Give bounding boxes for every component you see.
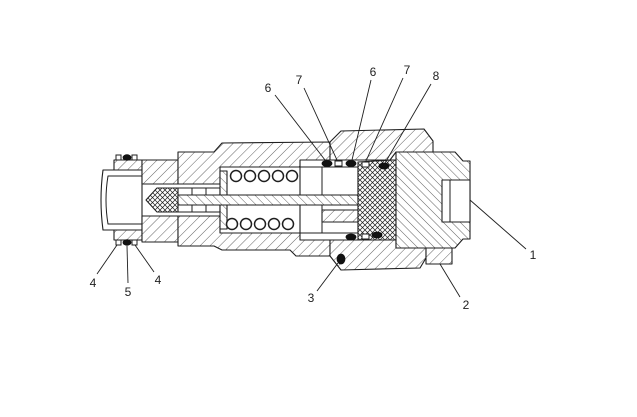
callout-label: 3 xyxy=(308,291,315,305)
spring-coil xyxy=(225,217,239,231)
adjusting-nut xyxy=(329,128,434,271)
o-ring-upper-2 xyxy=(345,160,357,167)
plug xyxy=(357,151,471,249)
spring-coil xyxy=(229,169,243,183)
nose-body-lower-wall xyxy=(141,215,179,243)
spring xyxy=(225,169,299,231)
left-end-cap xyxy=(100,154,143,246)
leader-lines xyxy=(96,77,527,298)
lower-seals xyxy=(336,231,383,265)
nose-body-upper-wall xyxy=(141,159,179,185)
leader-line xyxy=(126,245,129,284)
callout-label: 6 xyxy=(370,65,377,79)
leader-line xyxy=(365,77,404,162)
backup-ring-lower-1 xyxy=(361,233,370,240)
o-ring-upper-1 xyxy=(321,160,333,167)
o-ring-item-3 xyxy=(336,253,346,265)
leader-line xyxy=(134,244,155,273)
main-housing xyxy=(177,141,331,257)
piston-lower-block xyxy=(321,209,359,223)
leader-line xyxy=(303,87,338,161)
o-ring-lower-2 xyxy=(371,231,383,239)
o-ring-bottom-left xyxy=(122,239,132,246)
callout-label: 8 xyxy=(433,69,440,83)
o-ring-upper-3 xyxy=(378,162,390,170)
spring-coil xyxy=(239,217,253,231)
o-ring-top-left xyxy=(122,154,132,161)
callout-label: 4 xyxy=(90,276,97,290)
leader-line xyxy=(469,199,527,250)
left-cap-top-flange xyxy=(113,159,143,171)
callout-label: 2 xyxy=(463,298,470,312)
backup-ring-upper-1 xyxy=(334,160,343,167)
callout-label: 5 xyxy=(125,285,132,299)
spring-coil xyxy=(271,169,285,183)
leader-line xyxy=(96,244,118,275)
nose-body xyxy=(141,159,179,243)
callout-label: 7 xyxy=(296,73,303,87)
spring-coil xyxy=(243,169,257,183)
backup-ring-upper-2 xyxy=(361,161,370,168)
left-cap-bottom-flange xyxy=(113,229,143,241)
housing-upper-wall xyxy=(177,141,331,185)
callout-label: 6 xyxy=(265,81,272,95)
spring-coil xyxy=(257,169,271,183)
callout-label: 7 xyxy=(404,63,411,77)
leader-line xyxy=(316,262,339,292)
callout-label: 1 xyxy=(530,248,537,262)
left-cap-bore xyxy=(105,175,142,225)
backup-ring-bottom-right xyxy=(131,239,138,246)
backup-ring-bottom-left xyxy=(115,239,122,246)
spring-coil xyxy=(285,169,299,183)
plug-inner xyxy=(357,159,397,241)
jam-nut xyxy=(425,247,453,265)
callout-label: 4 xyxy=(155,273,162,287)
plug-hex-socket xyxy=(441,179,471,223)
backup-ring-top-left xyxy=(115,154,122,161)
poppet xyxy=(145,187,179,213)
spring-coil xyxy=(281,217,295,231)
plug-head xyxy=(395,151,471,249)
spring-coil xyxy=(253,217,267,231)
backup-ring-top-right xyxy=(131,154,138,161)
leader-line xyxy=(384,83,432,164)
spring-coil xyxy=(267,217,281,231)
callout-labels: 6 7 6 7 8 1 2 3 4 5 4 xyxy=(90,63,537,312)
central-rod xyxy=(177,194,359,206)
leader-line xyxy=(351,79,372,161)
leader-line xyxy=(439,263,461,298)
o-ring-lower-1 xyxy=(345,233,357,241)
leader-line xyxy=(274,94,326,161)
upper-seals xyxy=(321,160,390,170)
